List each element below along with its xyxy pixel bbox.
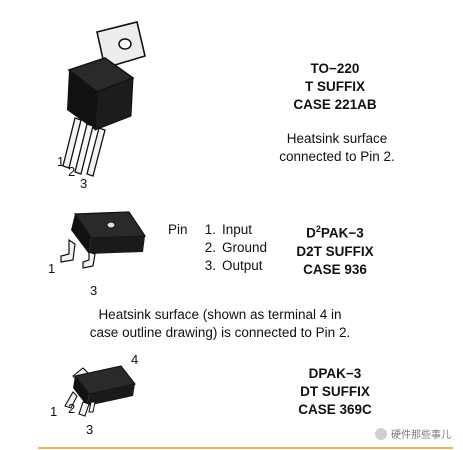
pin-legend: Pin 1. Input 2. Ground 3. Output — [168, 221, 267, 275]
d2pak-case: CASE 936 — [303, 261, 367, 277]
to220-package-drawing — [62, 21, 146, 177]
dpak-case: CASE 369C — [298, 402, 372, 417]
to220-suffix: T SUFFIX — [305, 79, 365, 94]
pin-number: 2. — [204, 240, 216, 255]
d2pak-heatsink-note: Heatsink surface (shown as terminal 4 in… — [60, 306, 380, 342]
d2pak-note-line2: case outline drawing) is connected to Pi… — [89, 325, 351, 340]
d2pak-title-block: D2PAK−3 D2T SUFFIX CASE 936 — [285, 220, 385, 279]
dpak-package-drawing — [64, 365, 136, 417]
pin-name: Output — [222, 258, 263, 273]
pin-legend-lead: Pin — [168, 222, 188, 237]
to220-package-name: TO−220 — [310, 61, 360, 76]
d2pak-package-name: D2PAK−3 — [285, 220, 385, 243]
to220-pin2-label: 2 — [68, 164, 76, 179]
d2pak-name-suffix: PAK−3 — [320, 225, 364, 241]
d2pak-pin3-label: 3 — [90, 283, 98, 298]
watermark: 硬件那些事儿 — [375, 426, 451, 441]
to220-note-line2: connected to Pin 2. — [279, 149, 395, 164]
d2pak-suffix: D2T SUFFIX — [296, 243, 374, 259]
watermark-text: 硬件那些事儿 — [391, 430, 451, 441]
dpak-suffix: DT SUFFIX — [300, 384, 370, 399]
watermark-logo-icon — [375, 427, 387, 440]
pin-number: 3. — [204, 258, 216, 273]
bottom-accent-rule — [38, 447, 453, 449]
d2pak-pin1-label: 1 — [48, 261, 56, 276]
to220-heatsink-note: Heatsink surface connected to Pin 2. — [262, 130, 412, 166]
to220-case: CASE 221AB — [293, 97, 377, 112]
d2pak-package-drawing — [60, 211, 147, 269]
d2pak-note-line1: Heatsink surface (shown as terminal 4 in — [98, 307, 342, 322]
dpak-package-name: DPAK−3 — [308, 366, 362, 381]
pin-legend-row: Pin 1. Input — [168, 221, 267, 239]
pin-legend-row: 3. Output — [168, 257, 267, 275]
pin-name: Input — [222, 222, 253, 237]
pin-legend-row: 2. Ground — [168, 239, 267, 257]
dpak-pin4-label: 4 — [131, 352, 139, 367]
dpak-pin2-label: 2 — [68, 401, 76, 416]
to220-pin3-label: 3 — [80, 176, 88, 191]
pin-number: 1. — [204, 222, 216, 237]
to220-title-block: TO−220 T SUFFIX CASE 221AB — [285, 60, 385, 114]
dpak-pin3-label: 3 — [86, 422, 94, 437]
d2pak-name-sup: 2 — [315, 224, 321, 234]
to220-note-line1: Heatsink surface — [286, 131, 388, 146]
dpak-pin1-label: 1 — [50, 404, 58, 419]
to220-pin1-label: 1 — [57, 154, 65, 169]
pin-name: Ground — [222, 240, 268, 255]
dpak-title-block: DPAK−3 DT SUFFIX CASE 369C — [285, 365, 385, 419]
d2pak-name-prefix: D — [306, 225, 316, 241]
